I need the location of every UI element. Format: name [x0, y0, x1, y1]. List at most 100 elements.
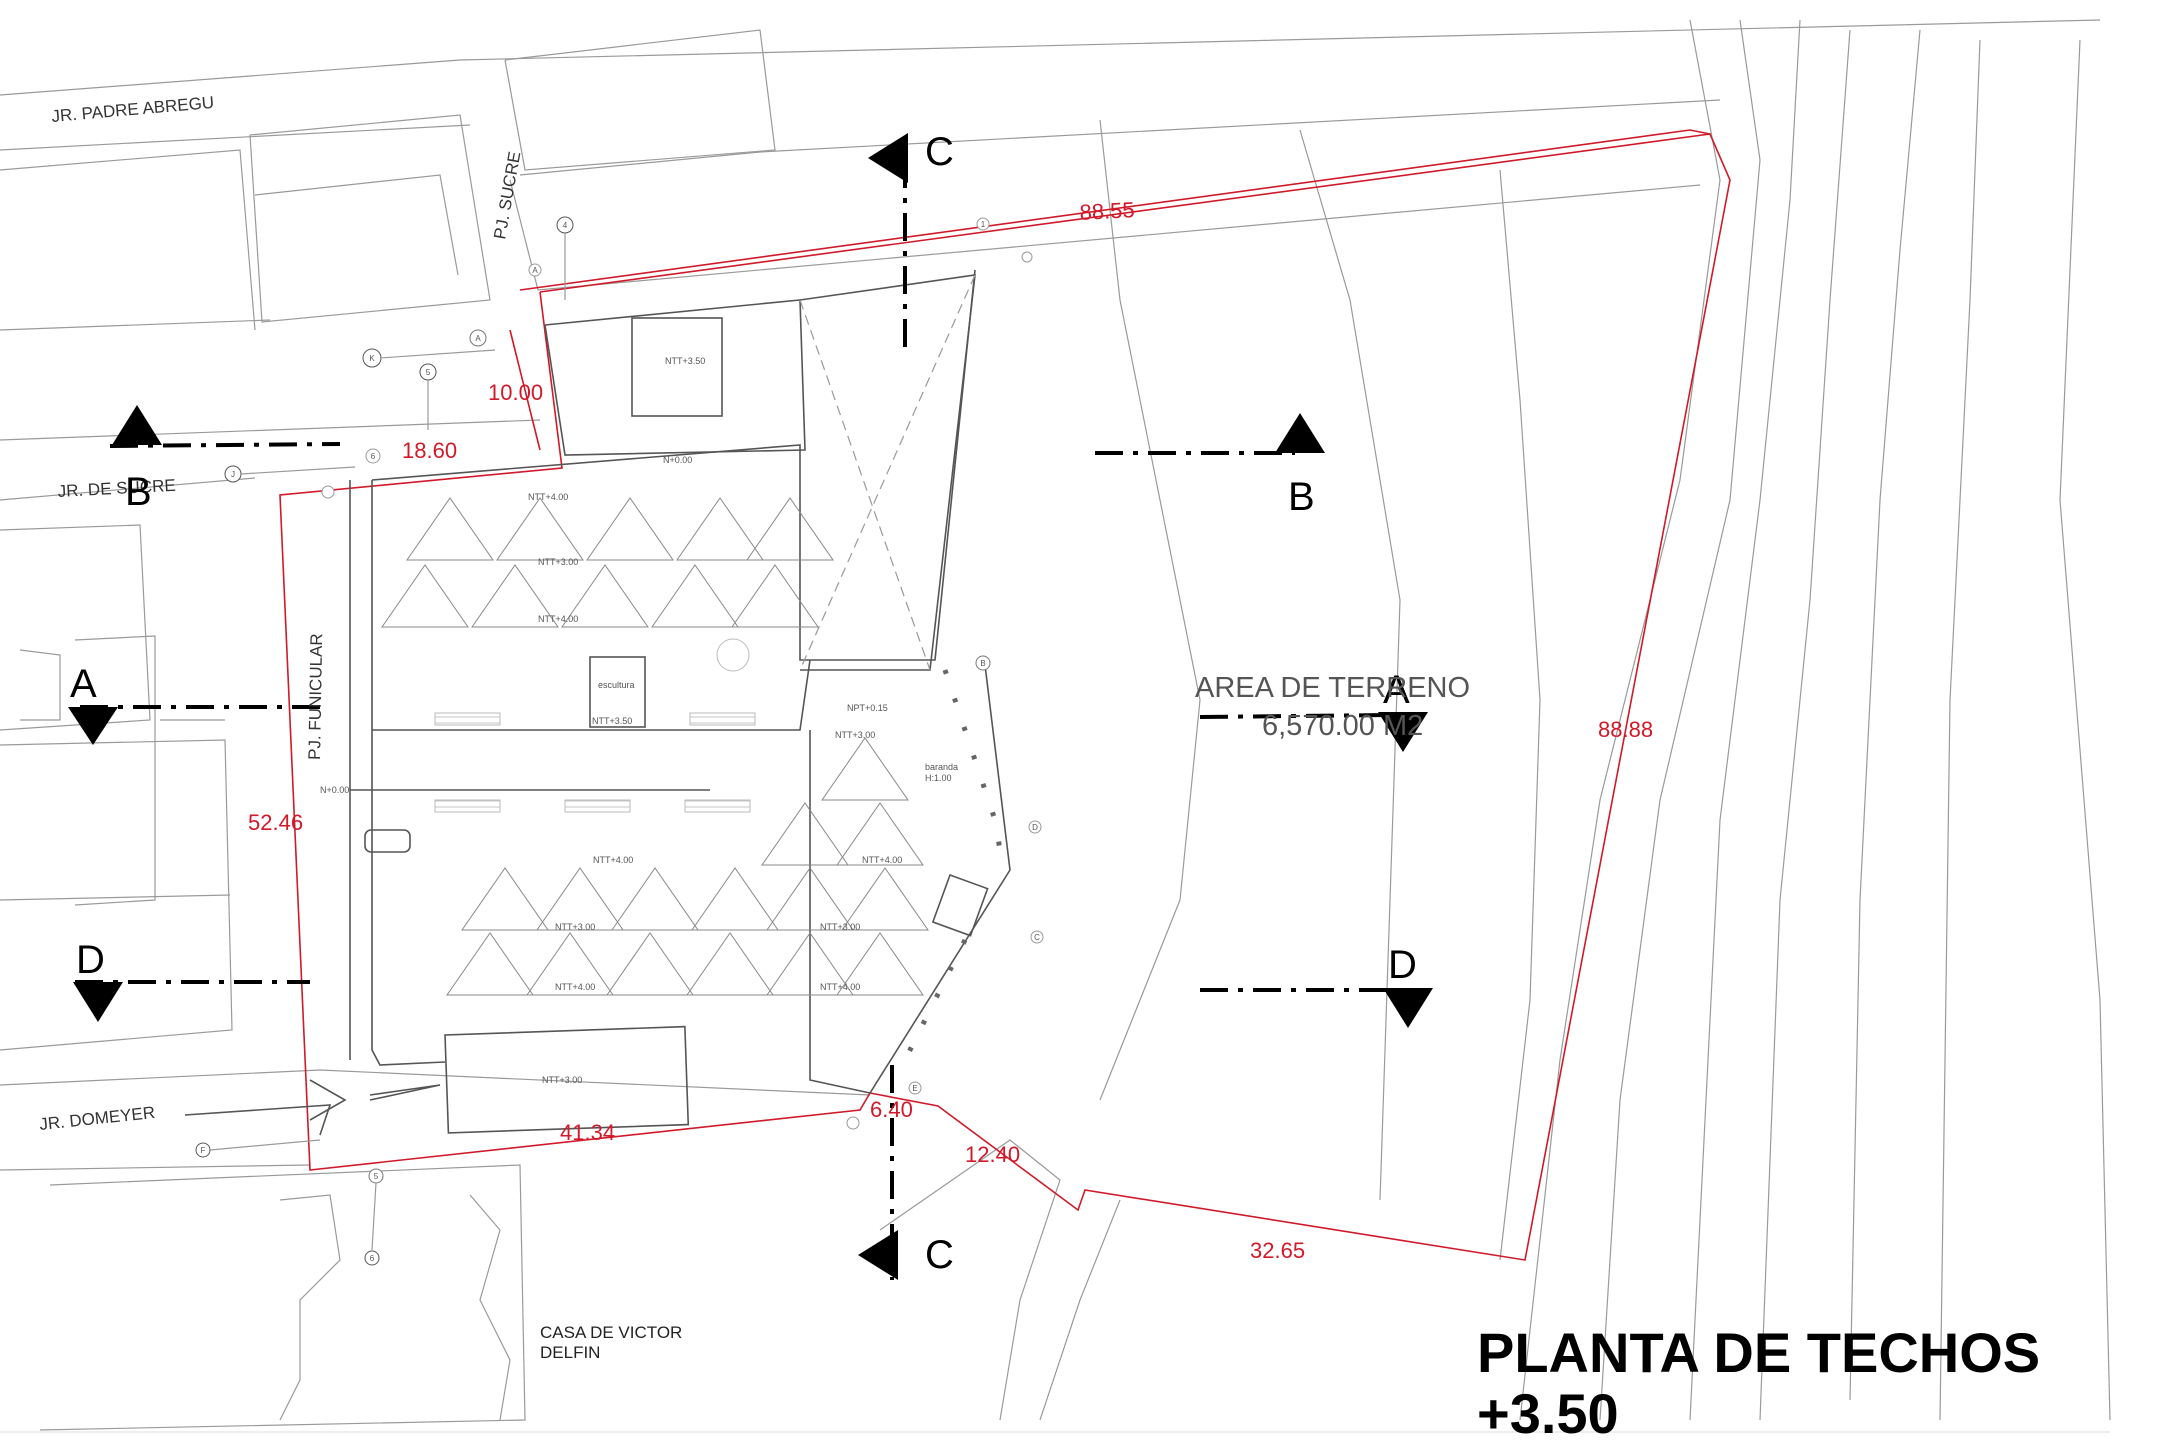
section-c-south-arrow [858, 1230, 898, 1280]
roof-module-23 [766, 932, 854, 996]
dimension-south-main: 41.34 [560, 1120, 615, 1145]
level-n-left: N+0.00 [320, 785, 349, 795]
level-kiosk: NTT+3.50 [665, 356, 705, 366]
section-letters: B B A A D D C C [70, 130, 1417, 1277]
level-npt: NPT+0.15 [847, 703, 888, 713]
site-area: AREA DE TERRENO 6,570.00 M2 [1195, 672, 1470, 742]
title-line-2: +3.50 [1477, 1382, 1619, 1445]
section-b-west-arrow [112, 405, 162, 445]
site-area-value: 6,570.00 M2 [1262, 710, 1423, 742]
roof-module-1 [496, 497, 584, 561]
section-lines [68, 133, 1433, 1280]
dimension-south-step2: 12.40 [965, 1142, 1020, 1167]
roof-module-20 [526, 932, 614, 996]
level-upper-row3: NTT+4.00 [538, 614, 578, 624]
roof-module-0 [406, 497, 494, 561]
dimension-corner-long: 18.60 [402, 438, 457, 463]
roof-module-13 [461, 867, 549, 931]
section-a-west-arrow [68, 707, 118, 745]
roof-module-18 [841, 867, 929, 931]
roof-module-2 [586, 497, 674, 561]
section-label-d-west: D [76, 938, 105, 982]
grid-marker-6: 6 [371, 452, 376, 461]
roof-module-7 [561, 564, 649, 628]
section-b-east-arrow [1275, 413, 1325, 453]
roof-modules [381, 497, 929, 996]
plaza-building [184, 269, 1011, 1136]
roof-module-4 [746, 497, 834, 561]
label-baranda: baranda [925, 762, 958, 772]
roof-module-10 [821, 737, 909, 801]
grid-marker-k: K [369, 354, 375, 363]
grid-marker-5b: 5 [374, 1172, 379, 1181]
roof-module-17 [766, 867, 854, 931]
section-label-d-east: D [1388, 943, 1417, 987]
roof-module-3 [676, 497, 764, 561]
section-c-north-arrow [868, 133, 908, 183]
grid-marker-6b: 6 [370, 1254, 375, 1263]
label-baranda-height: H:1.00 [925, 773, 952, 783]
dimension-north: 88.55 [1079, 197, 1135, 225]
owner-line-2: DELFIN [540, 1343, 600, 1362]
level-right-b: NTT+4.00 [862, 855, 902, 865]
roof-module-8 [651, 564, 739, 628]
level-lower-d: NTT+3.00 [820, 922, 860, 932]
roof-module-24 [836, 932, 924, 996]
grid-marker-f: F [201, 1146, 206, 1155]
roof-module-21 [606, 932, 694, 996]
label-escultura: escultura [598, 680, 635, 690]
owner-line-1: CASA DE VICTOR [540, 1323, 682, 1342]
grid-marker-b: B [980, 659, 985, 668]
grid-marker-j: J [231, 470, 235, 479]
grid-marker-a1: A [532, 266, 538, 275]
grid-marker-c: C [1034, 933, 1040, 942]
dimension-south-east: 32.65 [1250, 1238, 1305, 1263]
level-plaza-top: N+0.00 [663, 455, 692, 465]
level-south-building: NTT+3.00 [542, 1075, 582, 1085]
grid-marker-1: 1 [981, 220, 986, 229]
site-area-label: AREA DE TERRENO [1195, 672, 1470, 704]
level-lower-a: NTT+4.00 [593, 855, 633, 865]
grid-marker-e: E [912, 1084, 917, 1093]
level-lower-c: NTT+4.00 [555, 982, 595, 992]
dimension-corner-short: 10.00 [488, 380, 543, 405]
roof-module-12 [836, 802, 924, 866]
level-center-box: NTT+3.50 [592, 716, 632, 726]
dimension-south-step1: 6.40 [870, 1097, 913, 1122]
roof-module-5 [381, 564, 469, 628]
roof-module-9 [731, 564, 819, 628]
title-line-1: PLANTA DE TECHOS [1477, 1321, 2040, 1384]
section-label-c-north: C [925, 130, 954, 174]
level-right-a: NTT+3.00 [835, 730, 875, 740]
grid-marker-a2: A [475, 334, 481, 343]
section-label-a-west: A [70, 662, 97, 706]
roof-module-15 [611, 867, 699, 931]
section-label-b-east: B [1288, 475, 1315, 519]
dimension-west: 52.46 [248, 810, 303, 835]
grid-marker-4: 4 [563, 221, 568, 230]
roof-module-19 [446, 932, 534, 996]
street-pj-funicular: PJ. FUNICULAR [305, 633, 326, 760]
section-label-c-south: C [925, 1233, 954, 1277]
drawing-title: PLANTA DE TECHOS +3.50 [1477, 1321, 2040, 1445]
dimension-east: 88.88 [1598, 717, 1653, 742]
grid-marker-5: 5 [426, 368, 431, 377]
section-d-east-arrow [1383, 988, 1433, 1028]
property-boundary [279, 129, 1731, 1261]
roof-module-11 [761, 802, 849, 866]
roof-module-14 [536, 867, 624, 931]
level-upper-row1: NTT+4.00 [528, 492, 568, 502]
grid-markers: 4 A A K 5 J 6 B D C E 1 F 5 6 [195, 216, 1044, 1266]
roof-module-22 [686, 932, 774, 996]
section-label-a-east: A [1383, 668, 1410, 712]
neighbour-owner: CASA DE VICTOR DELFIN [540, 1323, 682, 1362]
roof-module-16 [691, 867, 779, 931]
level-labels: NTT+3.50 N+0.00 NTT+4.00 NTT+3.00 NTT+4.… [320, 356, 958, 1085]
section-label-b-west: B [125, 470, 152, 514]
grid-marker-d: D [1032, 823, 1038, 832]
level-lower-b: NTT+3.00 [555, 922, 595, 932]
level-lower-e: NTT+4.00 [820, 982, 860, 992]
section-d-west-arrow [73, 982, 123, 1022]
